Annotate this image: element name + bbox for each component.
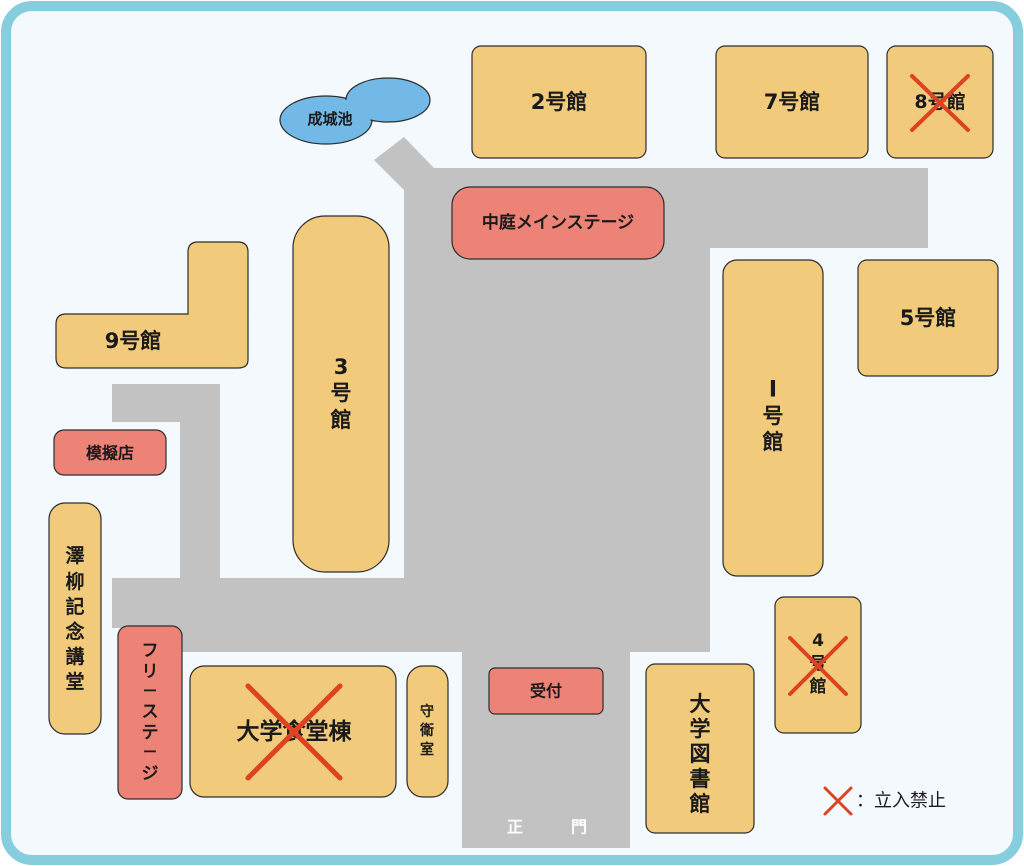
building-hall-label-1: 柳	[65, 570, 84, 593]
x-mark-icon	[823, 786, 853, 816]
building-5: 5号館	[857, 259, 999, 377]
building-9-label: 9号館	[105, 329, 162, 353]
venue-free-stage-label-0: フ	[142, 641, 159, 661]
building-3-label-2: 館	[331, 408, 352, 432]
building-hall-label-0: 澤	[65, 545, 84, 567]
building-library: 大 学 図 書 館	[645, 663, 755, 834]
building-library-label-0: 大	[690, 692, 711, 716]
building-hall-label-5: 堂	[65, 671, 84, 693]
building-hall-label-2: 記	[65, 595, 84, 618]
building-3-label-1: 号	[331, 381, 352, 405]
venue-main-stage-label: 中庭メインステージ	[482, 212, 634, 233]
building-1-label-1: 号	[763, 404, 784, 428]
building-hall-label-4: 講	[65, 645, 84, 668]
venue-free-stage-label-2: ー	[143, 684, 157, 700]
venue-free-stage-label-3: ス	[142, 702, 159, 722]
building-8-closed-mark	[910, 74, 970, 132]
building-library-label-3: 書	[690, 767, 711, 791]
building-4: 4 号 館	[774, 596, 862, 734]
building-8: 8号館	[886, 45, 994, 159]
legend: ：立入禁止	[823, 786, 946, 816]
campus-road	[112, 137, 928, 848]
building-1: I 号 館	[722, 259, 824, 577]
main-gate-label-0: 正	[507, 818, 523, 837]
venue-mock-shop-label: 模擬店	[86, 444, 134, 463]
building-2-label: 2号館	[531, 90, 588, 114]
venue-main-stage: 中庭メインステージ	[451, 186, 665, 260]
building-9: 9号館	[55, 241, 249, 369]
building-cafeteria: 大学食堂棟	[189, 665, 397, 798]
venue-mock-shop: 模擬店	[53, 429, 167, 476]
building-hall: 澤 柳 記 念 講 堂	[48, 502, 102, 735]
building-2: 2号館	[471, 45, 647, 159]
building-3-label-0: 3	[334, 355, 349, 379]
venue-free-stage: フ リ ー ス テ ー ジ	[117, 625, 183, 800]
legend-label: ：立入禁止	[856, 791, 946, 812]
building-3: 3 号 館	[292, 215, 390, 573]
building-guard: 守 衛 室	[406, 665, 449, 798]
building-cafeteria-closed-mark	[245, 683, 343, 781]
building-1-label-0: I	[769, 378, 777, 403]
building-5-label: 5号館	[900, 306, 957, 330]
venue-free-stage-label-6: ジ	[142, 764, 159, 784]
building-guard-label-0: 守	[420, 703, 434, 720]
venue-reception: 受付	[488, 667, 604, 715]
building-guard-label-2: 室	[420, 741, 434, 758]
pond: 成城池	[279, 77, 431, 145]
main-gate-label-1: 門	[571, 818, 587, 837]
building-7: 7号館	[715, 45, 869, 159]
venue-free-stage-label-1: リ	[142, 662, 159, 682]
venue-free-stage-label-5: ー	[143, 745, 157, 761]
building-4-label-0: 4	[812, 631, 824, 651]
building-hall-label-3: 念	[64, 620, 84, 643]
building-guard-label-1: 衛	[419, 722, 434, 739]
venue-free-stage-label-4: テ	[142, 723, 159, 743]
building-4-closed-mark	[788, 636, 848, 696]
pond-label: 成城池	[307, 110, 352, 128]
building-library-label-2: 図	[690, 742, 711, 766]
building-4-label-2: 館	[809, 676, 827, 697]
venue-reception-label: 受付	[530, 682, 562, 701]
building-1-label-2: 館	[763, 430, 784, 454]
building-library-label-4: 館	[690, 792, 711, 816]
building-7-label: 7号館	[764, 90, 821, 114]
building-library-label-1: 学	[690, 717, 711, 741]
